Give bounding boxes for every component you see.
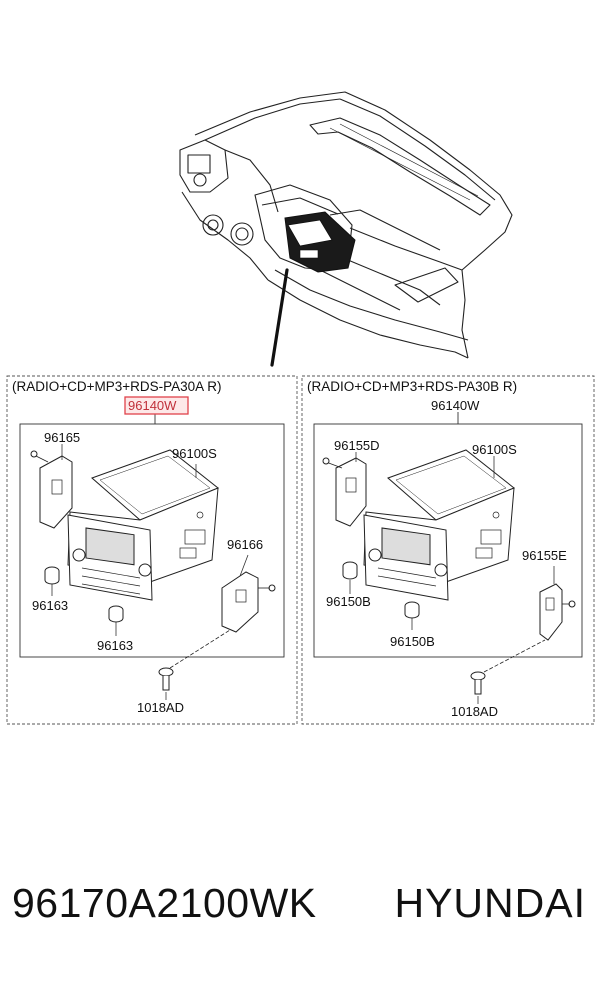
left-panel-header: (RADIO+CD+MP3+RDS-PA30A R): [12, 379, 221, 394]
right-assembly-label: 96140W: [431, 398, 480, 413]
part-number: 96170A2100WK: [12, 880, 317, 926]
assembly-highlight: [124, 396, 189, 415]
right-panel-header: (RADIO+CD+MP3+RDS-PA30B R): [307, 379, 517, 394]
dashboard-illustration: [179, 91, 513, 359]
right-radio-unit: [363, 449, 515, 601]
footer: 96170A2100WK HYUNDAI: [0, 880, 600, 950]
label-left-96163-a: 96163: [32, 598, 68, 613]
left-bracket-96166: [221, 571, 276, 633]
label-96155d: 96155D: [334, 438, 380, 453]
label-right-96150b-b: 96150B: [390, 634, 435, 649]
left-knobs: [44, 566, 124, 623]
radio-in-dashboard: [270, 211, 356, 367]
right-bracket-96155e: [539, 583, 576, 641]
label-left-96100s: 96100S: [172, 446, 217, 461]
label-96155e: 96155E: [522, 548, 567, 563]
right-knobs: [342, 561, 420, 619]
label-left-1018ad: 1018AD: [137, 700, 184, 715]
label-right-96150b-a: 96150B: [326, 594, 371, 609]
right-screw: [470, 639, 546, 695]
label-right-1018ad: 1018AD: [451, 704, 498, 719]
right-bracket-96155d: [322, 457, 367, 527]
right-leaders: [349, 452, 555, 704]
left-assembly-label: 96140W: [128, 398, 177, 413]
label-left-96163-b: 96163: [97, 638, 133, 653]
left-radio-unit: [67, 449, 219, 601]
label-right-96100s: 96100S: [472, 442, 517, 457]
label-96165: 96165: [44, 430, 80, 445]
brand-name: HYUNDAI: [394, 880, 586, 926]
left-bracket-96165: [30, 450, 73, 529]
label-96166: 96166: [227, 537, 263, 552]
left-leaders: [51, 444, 249, 700]
left-screw: [158, 629, 231, 691]
